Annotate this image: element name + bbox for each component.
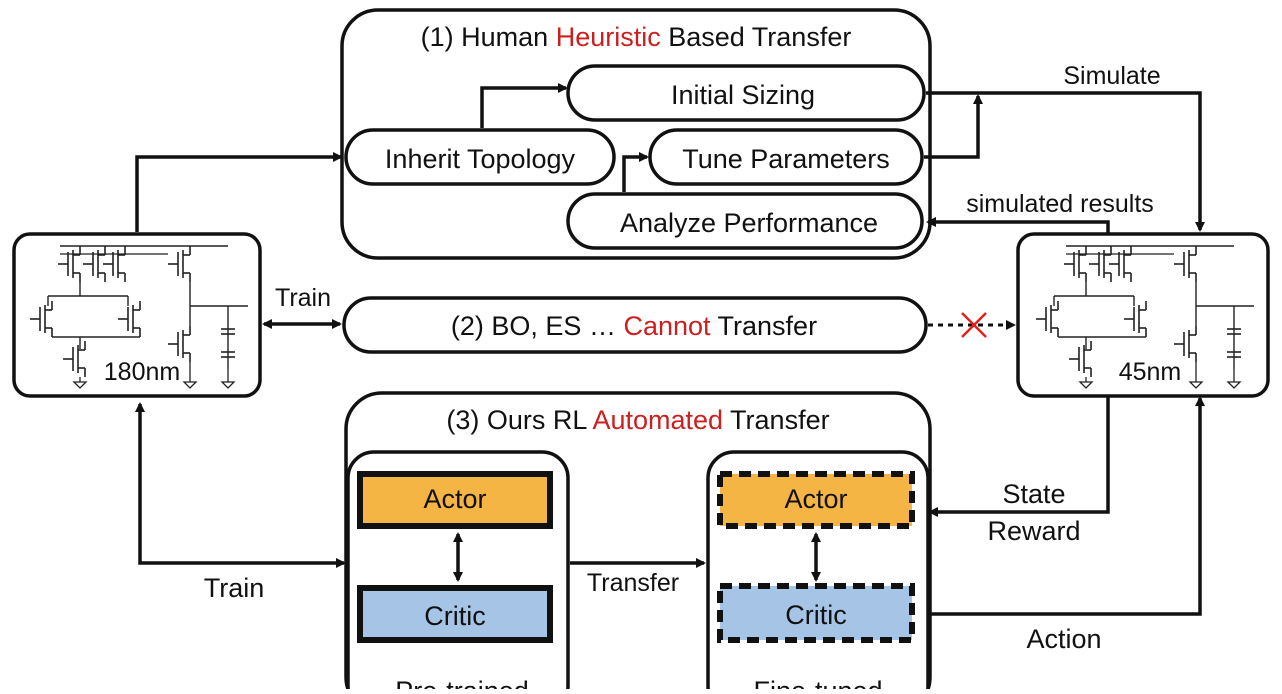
pretrained-critic-box	[357, 585, 553, 643]
arrow-action	[930, 396, 1205, 616]
arrow-simulated-results	[926, 217, 1110, 234]
pretrained-actor-label: Actor	[423, 484, 486, 514]
train-bottom-label: Train	[204, 573, 265, 603]
arrow-state-reward	[928, 396, 1110, 517]
cross-mark-icon	[961, 312, 987, 338]
finetuned-actor-label: Actor	[784, 484, 847, 514]
transfer-label: Transfer	[587, 569, 679, 597]
circuit-180nm-label: 180nm	[104, 358, 180, 386]
circuit-45nm-panel	[1016, 232, 1270, 398]
arrow-simulate	[926, 91, 1205, 232]
section2-label: (2) BO, ES … Cannot Transfer	[451, 311, 817, 341]
section3-title: (3) Ours RL Automated Transfer	[446, 405, 829, 435]
train-top-label: Train	[275, 284, 331, 312]
initial-sizing-box	[566, 64, 926, 122]
arrow-topology-to-sizing	[480, 83, 568, 128]
tune-parameters-box	[648, 128, 924, 186]
pretrained-critic-label: Critic	[424, 601, 486, 631]
circuit-45nm-label: 45nm	[1119, 358, 1182, 386]
tune-parameters-label: Tune Parameters	[682, 144, 890, 174]
inherit-topology-box	[344, 128, 616, 186]
analyze-performance-label: Analyze Performance	[620, 208, 878, 238]
simulate-label: Simulate	[1063, 62, 1160, 90]
section1-title: (1) Human Heuristic Based Transfer	[421, 22, 852, 52]
finetuned-caption: Fine-tuned	[753, 676, 882, 689]
arrow-analyze-to-tune	[622, 152, 649, 192]
arrow-train-pretrained	[135, 402, 346, 568]
simulated-results-label: simulated results	[966, 190, 1154, 218]
pretrained-caption: Pre-trained	[395, 676, 529, 689]
inherit-topology-label: Inherit Topology	[385, 144, 576, 174]
action-label: Action	[1026, 624, 1101, 654]
reward-label: Reward	[987, 516, 1080, 546]
bo-es-panel	[342, 296, 928, 354]
analyze-performance-box	[566, 192, 924, 250]
finetuned-critic-label: Critic	[785, 600, 847, 630]
pretrained-actor-box	[357, 471, 553, 529]
arrow-180nm-to-topology	[135, 152, 343, 232]
state-label: State	[1002, 479, 1065, 509]
circuit-180nm-panel	[12, 232, 262, 398]
finetuned-critic-box	[717, 583, 915, 643]
initial-sizing-label: Initial Sizing	[671, 80, 815, 110]
finetuned-actor-box	[717, 471, 915, 529]
arrow-tune-to-simulate	[924, 94, 983, 159]
